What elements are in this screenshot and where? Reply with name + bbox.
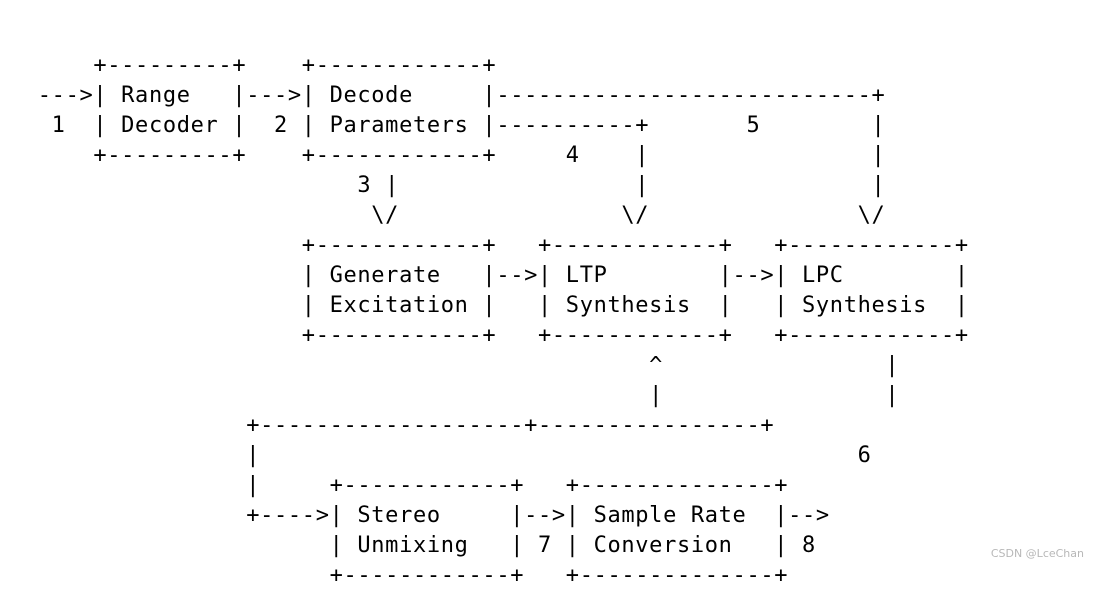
diagram-line: | +------------+ +--------------+ — [10, 473, 789, 498]
diagram-line: 1 | Decoder | 2 | Parameters |----------… — [10, 113, 886, 138]
diagram-line: +---->| Stereo |-->| Sample Rate |--> — [10, 503, 830, 528]
diagram-line: ^ | — [10, 353, 900, 378]
diagram-line: +---------+ +------------+ 4 | | — [10, 143, 886, 168]
diagram-line: | Generate |-->| LTP |-->| LPC | — [10, 263, 969, 288]
csdn-watermark: CSDN @LceChan — [990, 547, 1084, 560]
diagram-line: | Unmixing | 7 | Conversion | 8 — [10, 533, 816, 558]
diagram-line: +---------+ +------------+ — [10, 53, 497, 78]
diagram-line: +------------+ +------------+ +---------… — [10, 323, 969, 348]
diagram-line: | | — [10, 383, 900, 408]
diagram-line: +------------+ +------------+ +---------… — [10, 233, 969, 258]
diagram-line: 3 | | | — [10, 173, 886, 198]
diagram-line: | Excitation | | Synthesis | | Synthesis… — [10, 293, 969, 318]
diagram-line: +-------------------+----------------+ — [10, 413, 775, 438]
diagram-line: --->| Range |--->| Decode |-------------… — [10, 83, 886, 108]
opus-decoder-flow-diagram: +---------+ +------------+ --->| Range |… — [10, 51, 969, 591]
diagram-line: +------------+ +--------------+ — [10, 563, 789, 588]
diagram-line: \/ \/ \/ — [10, 203, 886, 228]
diagram-line: | 6 — [10, 443, 872, 468]
